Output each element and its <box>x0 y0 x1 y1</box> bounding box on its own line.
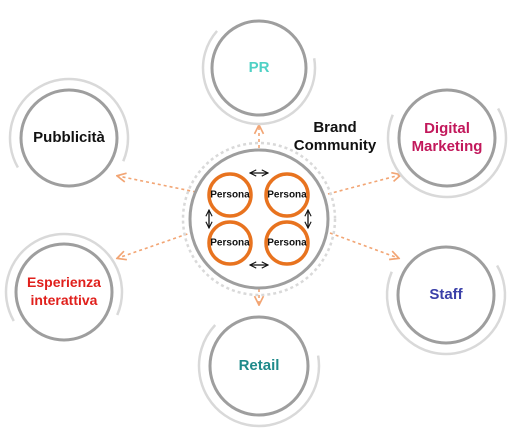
node-pr-circle <box>210 19 308 117</box>
node-esperienza-interattiva-circle <box>14 242 114 342</box>
node-staff: Staff <box>385 234 507 356</box>
label-line: Marketing <box>412 138 483 155</box>
label-line: Digital <box>424 120 470 137</box>
persona-links <box>209 173 308 265</box>
node-digital-marketing-circle <box>397 88 497 188</box>
node-esperienza-interattiva-outer-ring <box>4 232 124 352</box>
label-line: PR <box>249 59 270 76</box>
node-staff-circle <box>396 245 496 345</box>
node-retail-outer-ring <box>197 304 321 428</box>
node-pubblicita-outer-ring <box>8 77 130 199</box>
node-esperienza-interattiva: Esperienza interattiva <box>4 232 124 352</box>
title-line-2: Community <box>294 137 377 154</box>
persona-group: Persona Persona Persona Persona <box>207 172 310 266</box>
hub-outer-ring <box>181 141 337 297</box>
node-retail: Retail <box>197 304 321 428</box>
connectors <box>118 126 400 304</box>
label-line: Staff <box>429 286 463 303</box>
node-pr: PR <box>201 10 317 126</box>
persona-bottom-right-label: Persona <box>267 238 307 249</box>
connector-esperienza-interattiva <box>118 231 194 258</box>
node-staff-outer-ring <box>385 234 507 356</box>
persona-top-right-label: Persona <box>267 190 307 201</box>
persona-top-right-ring <box>264 172 310 218</box>
persona-top-left-ring <box>207 172 253 218</box>
node-pubblicita: Pubblicità <box>8 77 130 199</box>
node-pr-outer-ring <box>201 10 317 126</box>
persona-top-left-label: Persona <box>210 190 250 201</box>
node-retail-circle <box>208 315 310 417</box>
persona-bottom-right-ring <box>264 220 310 266</box>
connector-digital-marketing <box>327 175 400 195</box>
node-esperienza-interattiva-label: Esperienza interattiva <box>27 274 101 308</box>
title-line-1: Brand <box>313 119 356 136</box>
label-line: Pubblicità <box>33 129 105 146</box>
connector-pubblicita <box>118 176 197 193</box>
node-staff-label: Staff <box>429 286 463 303</box>
label-line: Retail <box>239 357 280 374</box>
brand-community-hub: Persona Persona Persona Persona <box>181 141 337 297</box>
node-pubblicita-circle <box>19 88 119 188</box>
node-retail-label: Retail <box>239 357 280 374</box>
node-digital-marketing-outer-ring <box>386 77 508 199</box>
node-pubblicita-label: Pubblicità <box>33 129 105 146</box>
hub-circle <box>188 148 330 290</box>
brand-community-title: Brand Community <box>294 119 377 154</box>
persona-bottom-left-label: Persona <box>210 238 250 249</box>
label-line: Esperienza <box>27 274 101 290</box>
node-pr-label: PR <box>249 59 270 76</box>
label-line: interattiva <box>31 292 98 308</box>
connector-staff <box>329 232 398 258</box>
persona-bottom-left-ring <box>207 220 253 266</box>
